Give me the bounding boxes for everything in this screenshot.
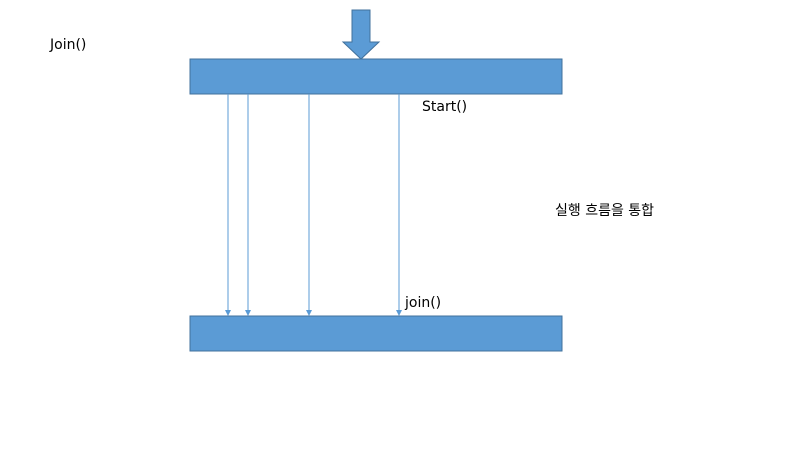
start-label: Start() [422, 99, 468, 115]
join-label: join() [405, 295, 442, 311]
join-bar [189, 315, 563, 352]
start-bar [189, 58, 563, 95]
diagram-title: Join() [50, 37, 87, 53]
entry-arrow-icon [341, 9, 381, 60]
side-note: 실행 흐름을 통합 [555, 203, 655, 219]
